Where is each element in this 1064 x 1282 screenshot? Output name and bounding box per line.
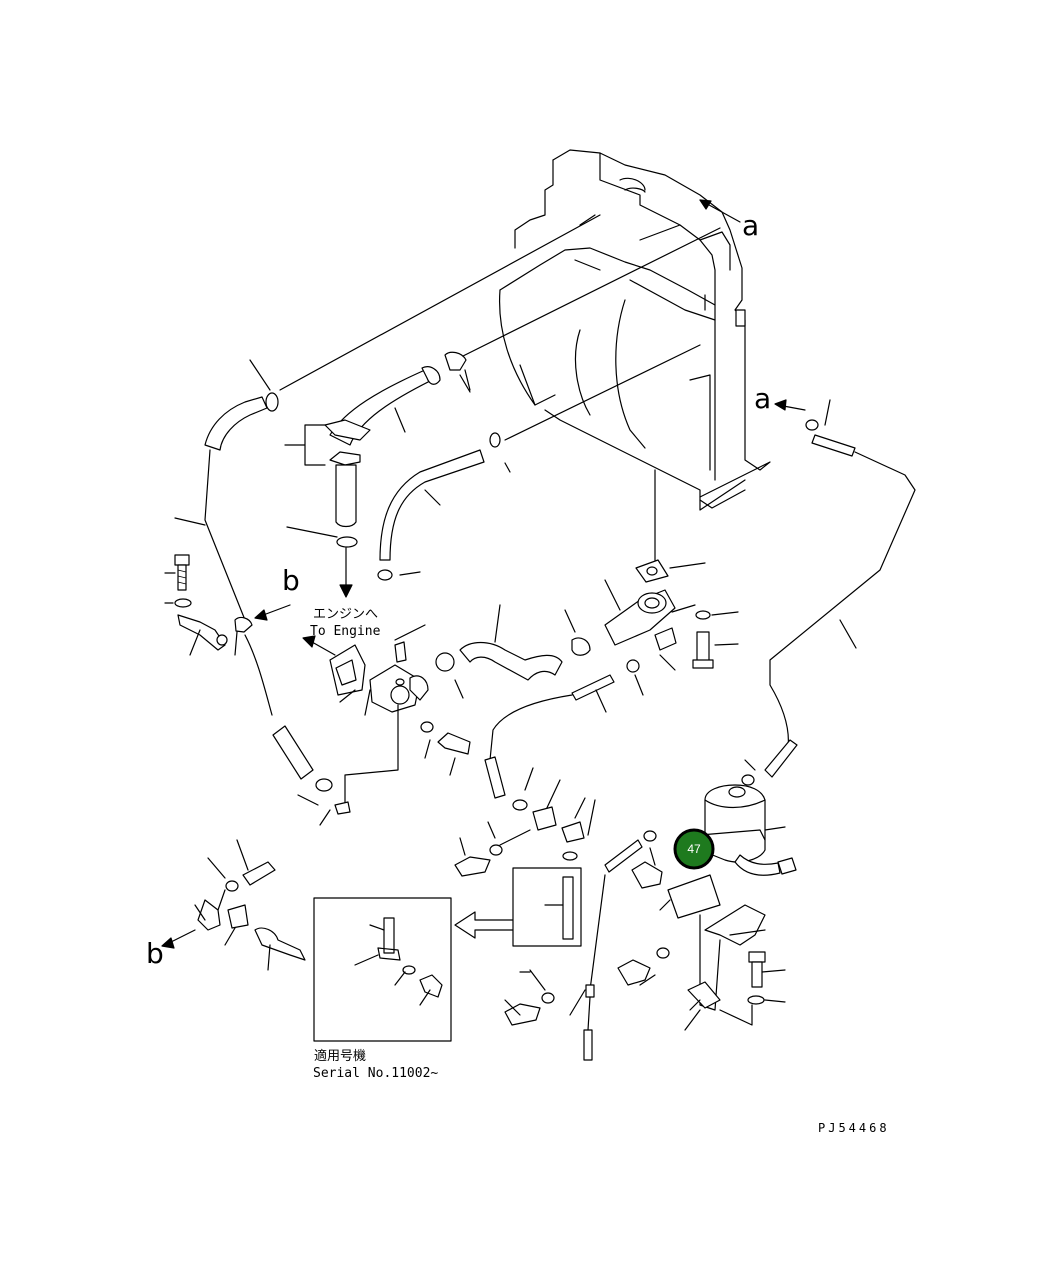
drawing-code: PJ54468	[818, 1121, 890, 1135]
fittings-row	[454, 797, 586, 877]
left-bottom-bracket	[194, 839, 306, 971]
engine-label-en: To Engine	[310, 624, 381, 639]
left-hose-route	[174, 392, 333, 792]
reference-arrows	[161, 199, 806, 949]
radiator-assembly	[498, 149, 771, 511]
bypass-hose	[435, 604, 591, 699]
sub-hose	[484, 674, 615, 813]
thermostat-pipe	[284, 366, 441, 528]
left-hardware	[164, 554, 238, 656]
callout-47[interactable]: 47	[673, 828, 715, 870]
serial-label-jp: 適用号機	[314, 1048, 366, 1064]
thermostat-bolts	[420, 721, 471, 776]
detail-arrow	[454, 867, 582, 947]
callout-circle[interactable]	[673, 828, 715, 870]
ref-letter-a-top: a	[742, 209, 759, 242]
serial-detail-box	[313, 897, 452, 1042]
engine-hose	[336, 351, 501, 581]
tank-bracket	[617, 847, 786, 1031]
ref-letter-a-right: a	[754, 382, 771, 415]
ref-letter-b-bottom: b	[146, 937, 164, 970]
level-rod	[569, 799, 657, 1061]
engine-label-jp: エンジンへ	[313, 607, 378, 622]
right-hose-loop	[741, 399, 916, 786]
leader-lines	[249, 359, 511, 641]
serial-label-en: Serial No.11002~	[313, 1066, 438, 1081]
thermostat-cover	[297, 641, 429, 826]
bottom-hardware	[504, 969, 555, 1026]
water-outlet	[604, 469, 739, 696]
upper-pipe	[279, 214, 721, 441]
callout-number: 47	[687, 842, 701, 856]
engine-arrow	[302, 547, 353, 656]
reservoir-tank	[699, 784, 797, 876]
ref-letter-b-left: b	[282, 564, 300, 597]
